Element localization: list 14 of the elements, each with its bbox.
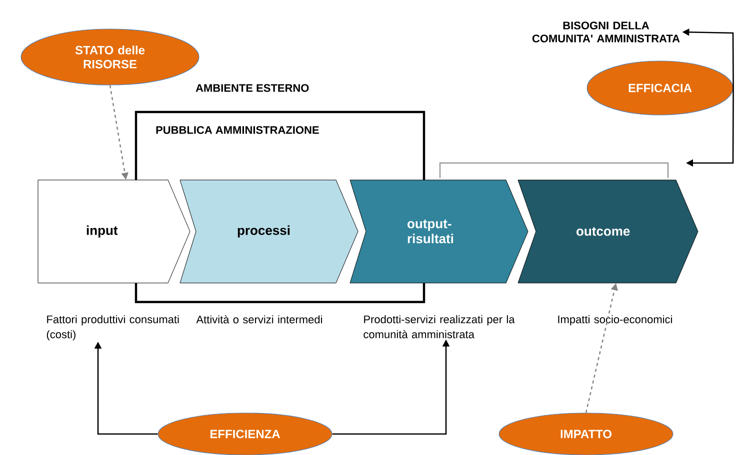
heading-text: BISOGNI DELLA COMUNITA' AMMINISTRATA bbox=[532, 22, 680, 42]
oval-label: EFFICACIA bbox=[586, 60, 734, 116]
description-text: Attività o servizi intermedi bbox=[196, 315, 322, 324]
chevron-step: outcome bbox=[518, 180, 698, 284]
oval-label: IMPATTO bbox=[498, 412, 674, 455]
chevron-step: output- risultati bbox=[350, 180, 528, 284]
oval-label: STATO delle RISORSE bbox=[20, 28, 200, 86]
chevron-step: input bbox=[38, 180, 190, 284]
description-text: Impatti socio-economici bbox=[558, 315, 672, 326]
description-text: Prodotti-servizi realizzati per la comunità amministrata bbox=[364, 315, 515, 338]
description-text: Fattori produttivi consumati (costi) bbox=[46, 315, 179, 340]
chevron-step: processi bbox=[180, 180, 358, 284]
oval-label: EFFICIENZA bbox=[158, 412, 332, 455]
heading-text: AMBIENTE ESTERNO bbox=[196, 84, 309, 92]
